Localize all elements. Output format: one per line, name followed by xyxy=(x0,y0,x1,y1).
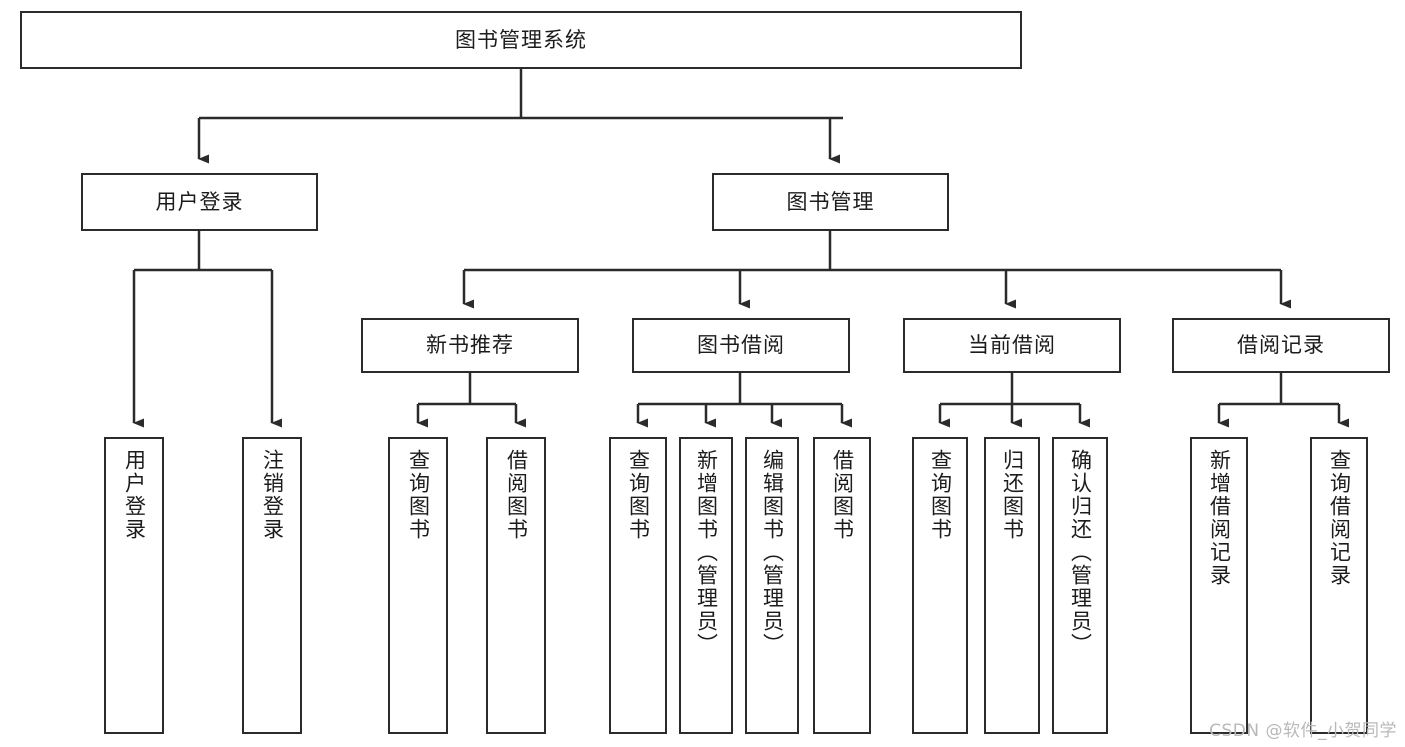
leaf-label: 借阅图书 xyxy=(830,449,855,541)
node-user-login[interactable]: 用户登录 xyxy=(81,173,318,231)
leaf-label: 查询图书 xyxy=(928,449,953,541)
leaf-label: 注销登录 xyxy=(260,449,285,541)
leaf-label: 确认归还（管理员） xyxy=(1068,449,1093,656)
node-label: 用户登录 xyxy=(155,189,244,214)
leaf-label: 查询图书 xyxy=(626,449,651,541)
node-label: 图书管理系统 xyxy=(455,27,587,52)
leaf-user-login[interactable]: 用户登录 xyxy=(104,437,164,734)
leaf-add-borrow-record[interactable]: 新增借阅记录 xyxy=(1190,437,1248,734)
node-label: 图书借阅 xyxy=(697,333,785,357)
leaf-logout[interactable]: 注销登录 xyxy=(242,437,302,734)
node-label: 借阅记录 xyxy=(1237,333,1325,357)
leaf-label: 借阅图书 xyxy=(504,449,529,541)
leaf-label: 新增图书（管理员） xyxy=(694,449,719,656)
leaf-add-book-admin[interactable]: 新增图书（管理员） xyxy=(679,437,733,734)
leaf-label: 编辑图书（管理员） xyxy=(760,449,785,656)
leaf-label: 查询图书 xyxy=(406,449,431,541)
leaf-label: 归还图书 xyxy=(1000,449,1025,541)
leaf-borrow-books-newbook[interactable]: 借阅图书 xyxy=(486,437,546,734)
leaf-borrow-books[interactable]: 借阅图书 xyxy=(813,437,871,734)
leaf-query-books-borrow[interactable]: 查询图书 xyxy=(609,437,667,734)
node-label: 当前借阅 xyxy=(968,333,1056,357)
leaf-query-books-newbook[interactable]: 查询图书 xyxy=(388,437,448,734)
leaf-label: 新增借阅记录 xyxy=(1207,449,1232,587)
leaf-query-books-current[interactable]: 查询图书 xyxy=(912,437,968,734)
node-book-management-system[interactable]: 图书管理系统 xyxy=(20,11,1022,69)
leaf-label: 查询借阅记录 xyxy=(1327,449,1352,587)
leaf-query-borrow-record[interactable]: 查询借阅记录 xyxy=(1310,437,1368,734)
leaf-confirm-return-admin[interactable]: 确认归还（管理员） xyxy=(1052,437,1108,734)
leaf-edit-book-admin[interactable]: 编辑图书（管理员） xyxy=(745,437,799,734)
leaf-return-books[interactable]: 归还图书 xyxy=(984,437,1040,734)
node-current-borrowing[interactable]: 当前借阅 xyxy=(903,318,1121,373)
node-label: 新书推荐 xyxy=(426,333,514,357)
node-new-book-recommendation[interactable]: 新书推荐 xyxy=(361,318,579,373)
node-borrow-records[interactable]: 借阅记录 xyxy=(1172,318,1390,373)
node-book-borrowing[interactable]: 图书借阅 xyxy=(632,318,850,373)
leaf-label: 用户登录 xyxy=(122,449,147,541)
node-book-management[interactable]: 图书管理 xyxy=(712,173,949,231)
node-label: 图书管理 xyxy=(786,189,875,214)
